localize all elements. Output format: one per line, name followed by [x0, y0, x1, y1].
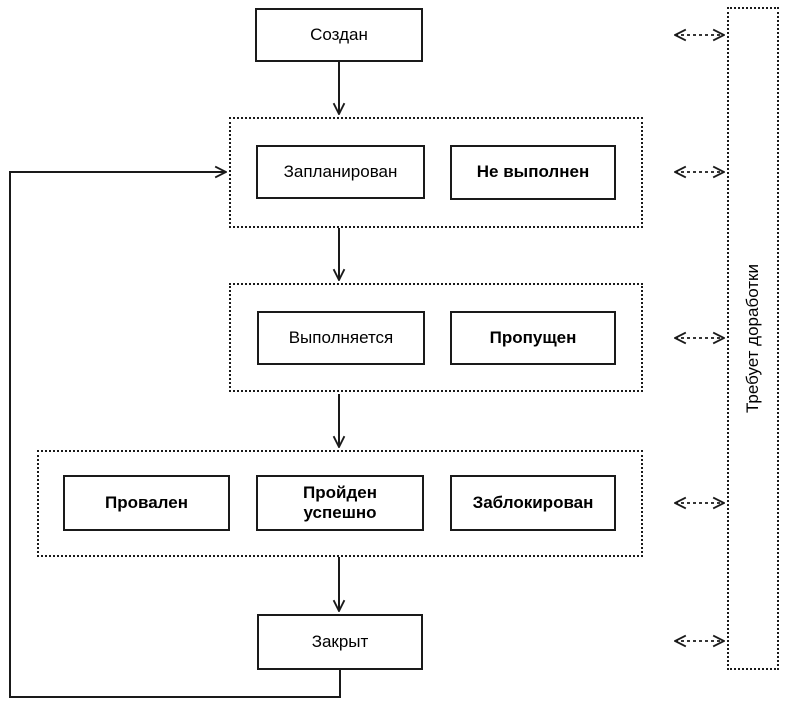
state-planned-label: Запланирован	[283, 161, 398, 181]
state-created-label: Создан	[310, 24, 368, 44]
state-skipped: Пропущен	[450, 311, 616, 365]
state-failed-label: Провален	[105, 492, 188, 512]
state-created: Создан	[255, 8, 423, 62]
state-blocked-label: Заблокирован	[472, 492, 594, 512]
state-closed-label: Закрыт	[311, 631, 369, 651]
state-in-progress: Выполняется	[257, 311, 425, 365]
state-in-progress-label: Выполняется	[288, 327, 394, 347]
rework-arrows	[675, 35, 724, 641]
state-blocked: Заблокирован	[450, 475, 616, 531]
state-failed: Провален	[63, 475, 230, 531]
state-planned: Запланирован	[256, 145, 425, 199]
rework-bar-label: Требует доработки	[743, 263, 762, 414]
state-passed: Пройден успешно	[256, 475, 424, 531]
state-not-executed: Не выполнен	[450, 145, 616, 200]
state-passed-label: Пройден успешно	[303, 482, 377, 522]
state-skipped-label: Пропущен	[489, 327, 577, 347]
state-not-executed-label: Не выполнен	[476, 162, 590, 182]
rework-bar: Требует доработки	[727, 7, 779, 670]
state-closed: Закрыт	[257, 614, 423, 670]
